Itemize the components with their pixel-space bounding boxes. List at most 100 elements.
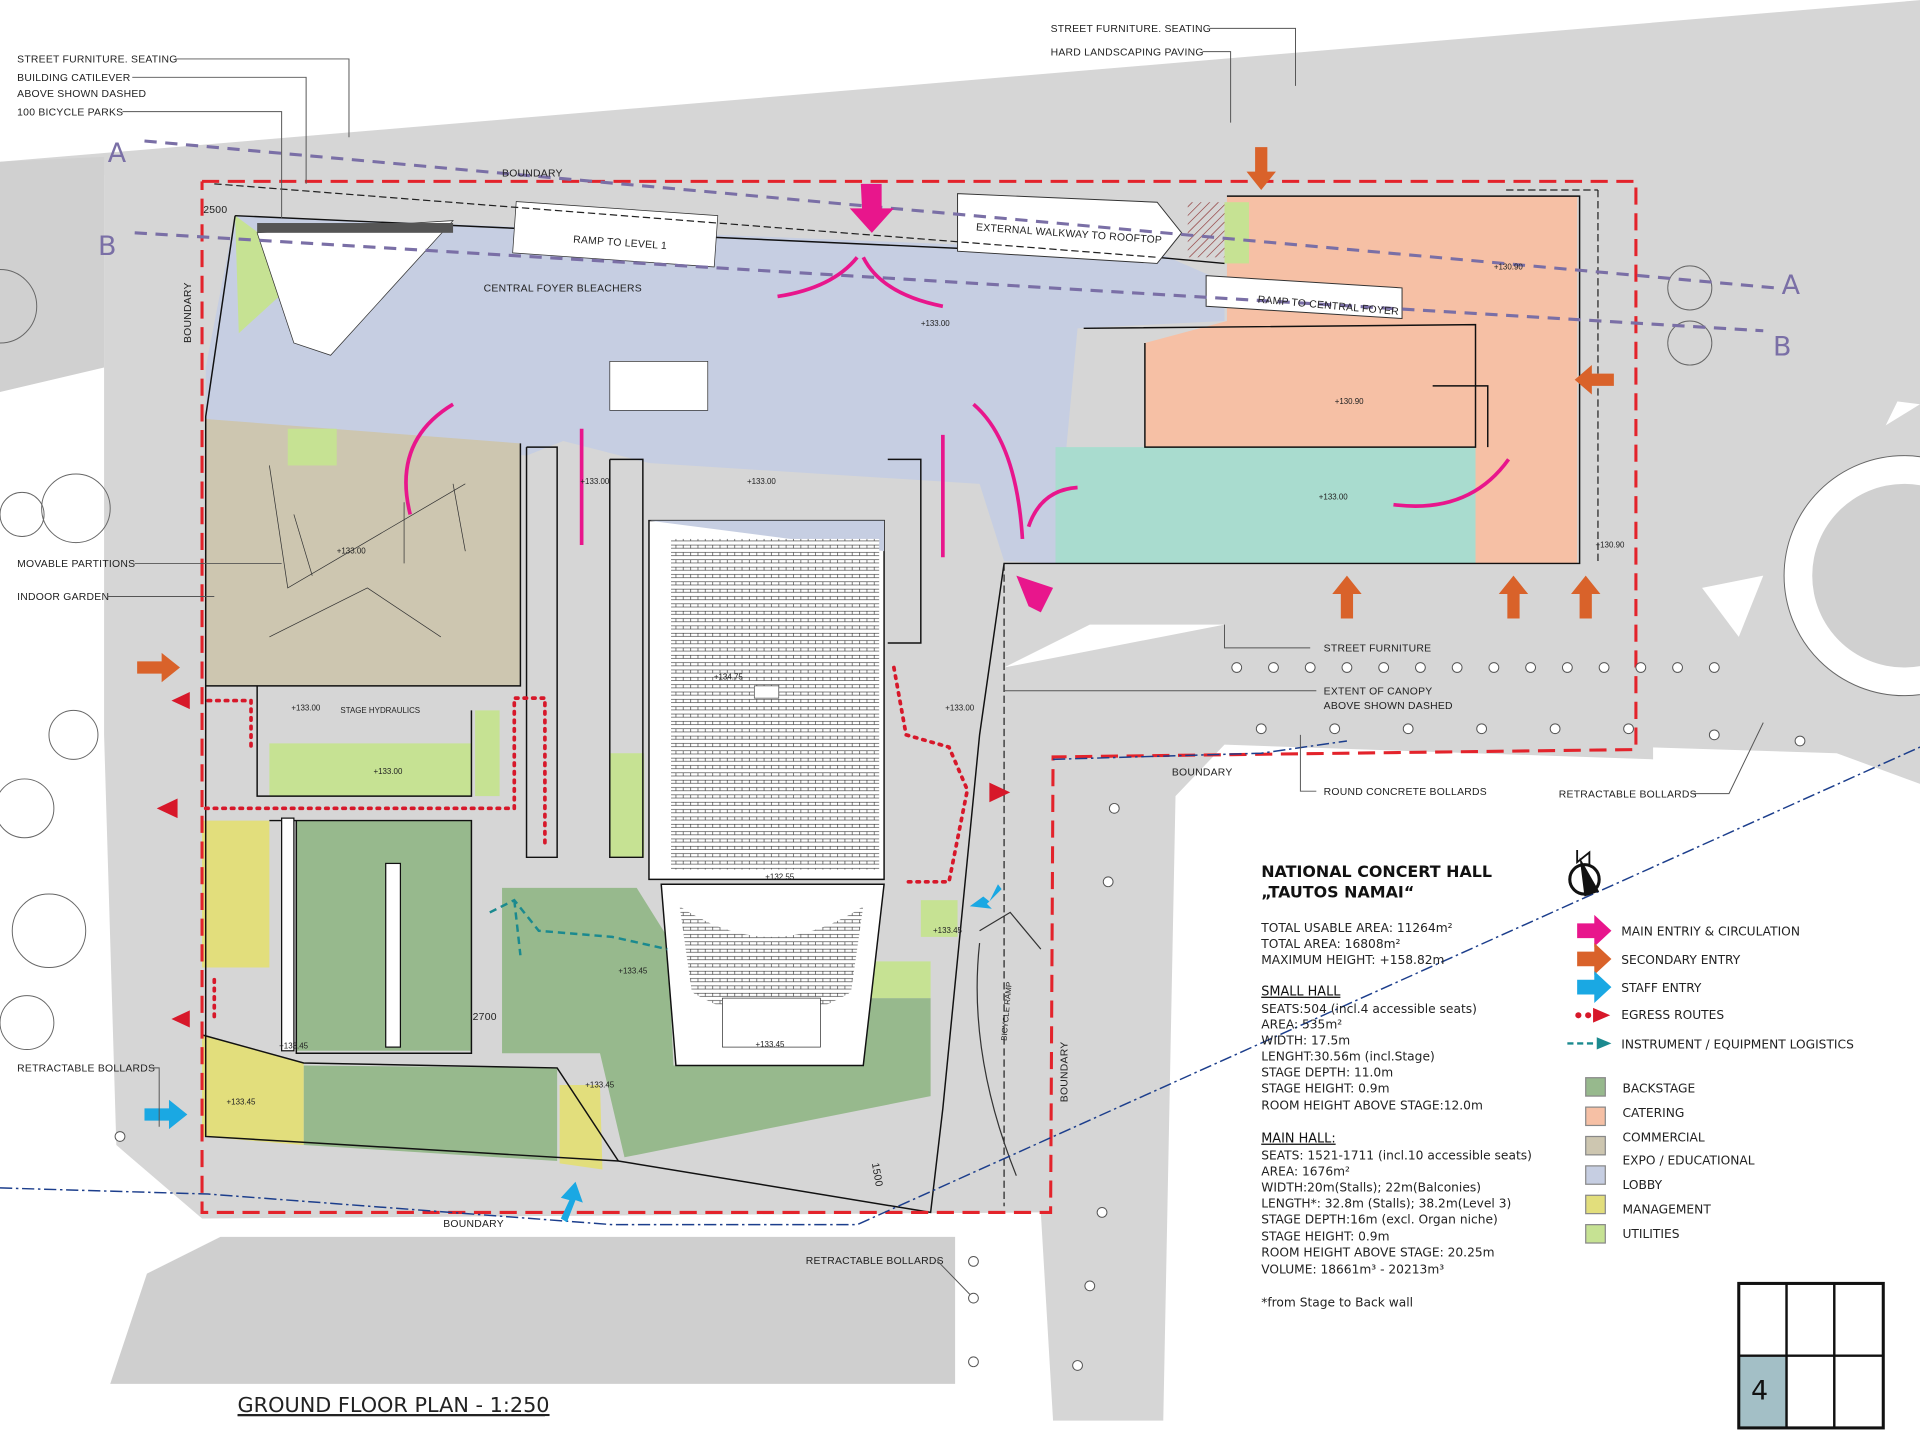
legend-item-staff-entry: STAFF ENTRY [1577, 971, 1702, 1004]
zone-commercial [205, 418, 521, 686]
zone-expo [1055, 447, 1476, 564]
footnote: *from Stage to Back wall [1261, 1296, 1413, 1310]
legend-item-egress: EGRESS ROUTES [1575, 1007, 1724, 1023]
legend-label: MAIN ENTRIY & CIRCULATION [1621, 925, 1800, 939]
callout-cantilever-2: ABOVE SHOWN DASHED [17, 89, 146, 100]
small-hall-heading: SMALL HALL [1261, 985, 1341, 1000]
staff-entry-arrow [560, 1181, 583, 1223]
secondary-entry-arrow [1498, 575, 1529, 619]
zone-lobby [205, 215, 1225, 564]
callout-round-bollards: ROUND CONCRETE BOLLARDS [1324, 787, 1487, 798]
callout-retractable-bollards-right: RETRACTABLE BOLLARDS [1559, 789, 1697, 800]
label-stage-hydraulics: STAGE HYDRAULICS [340, 706, 420, 715]
main-hall-heading: MAIN HALL: [1261, 1132, 1335, 1147]
level-label: +133.45 [756, 1040, 785, 1049]
label-boundary-right: BOUNDARY [1060, 1042, 1071, 1103]
legend-label: UTILITIES [1622, 1227, 1679, 1241]
project-info: NATIONAL CONCERT HALL „TAUTOS NAMAI“ TOT… [1260, 862, 1532, 1310]
main-entry-arrow [1016, 575, 1054, 613]
zone-utilities-1 [269, 743, 472, 797]
level-label: +130.90 [1596, 541, 1625, 550]
orange-arrow-icon [1577, 943, 1612, 975]
level-label: +133.00 [291, 703, 320, 712]
zone-utilities-5 [869, 961, 931, 999]
plot-line-2 [1053, 740, 1348, 761]
legend-label: MANAGEMENT [1622, 1203, 1711, 1217]
legend-label: BACKSTAGE [1622, 1081, 1695, 1095]
zone-management-1 [202, 820, 270, 968]
secondary-entry-arrow [1246, 147, 1276, 190]
legend-zone-commercial: COMMERCIAL [1585, 1130, 1705, 1156]
legend-label: INSTRUMENT / EQUIPMENT LOGISTICS [1621, 1037, 1854, 1051]
trees [0, 265, 1713, 1051]
section-marker-b-left: B [98, 231, 116, 262]
callout-bicycle-parks: 100 BICYCLE PARKS [17, 107, 123, 118]
level-label: +133.00 [747, 477, 776, 486]
drawing-title: GROUND FLOOR PLAN - 1:250 [238, 1393, 550, 1417]
project-subtitle: „TAUTOS NAMAI“ [1261, 883, 1414, 902]
callout-canopy-1: EXTENT OF CANOPY [1324, 686, 1433, 697]
info-line: MAXIMUM HEIGHT: +158.82m [1261, 953, 1444, 967]
info-line: VOLUME: 18661m³ - 20213m³ [1261, 1263, 1444, 1277]
legend-zone-backstage: BACKSTAGE [1585, 1077, 1695, 1097]
zone-utilities-6 [287, 428, 337, 466]
zone-management-3 [559, 1085, 603, 1170]
callout-movable-partitions: MOVABLE PARTITIONS [17, 559, 135, 570]
north-arrow-icon [1568, 849, 1601, 897]
level-label: +132.55 [765, 872, 794, 881]
logistics-route [489, 898, 668, 951]
site-boundary-line [200, 179, 1638, 1214]
legend-label: LOBBY [1622, 1178, 1662, 1192]
info-line: LENGTH*: 32.8m (Stalls); 38.2m(Level 3) [1261, 1197, 1511, 1211]
legend-zone-expo: EXPO / EDUCATIONAL [1622, 1154, 1754, 1168]
label-dim-2700: 2700 [473, 1012, 497, 1023]
level-label: +133.45 [585, 1081, 614, 1090]
egress-route [203, 696, 547, 847]
legend-label: SECONDARY ENTRY [1621, 953, 1741, 967]
info-line: AREA: 535m² [1261, 1018, 1342, 1032]
staff-entry-arrow [144, 1099, 188, 1130]
blue-arrow-icon [1577, 971, 1612, 1004]
sheet-key-plan: 4 [1737, 1281, 1885, 1430]
pink-arrow-icon [1577, 914, 1612, 947]
legend-zone-catering: CATERING [1585, 1106, 1684, 1127]
zone-backstage-3 [303, 1065, 558, 1161]
level-label: +133.00 [337, 547, 366, 556]
legend-label: EXPO / EDUCATIONAL [1622, 1154, 1754, 1168]
plot-line [0, 746, 1920, 1226]
legend-item-secondary-entry: SECONDARY ENTRY [1577, 943, 1741, 975]
info-line: LENGHT:30.56m (incl.Stage) [1261, 1050, 1435, 1064]
building-walls [201, 183, 1599, 1214]
project-title: NATIONAL CONCERT HALL [1261, 862, 1492, 881]
info-line: ROOM HEIGHT ABOVE STAGE: 20.25m [1261, 1245, 1494, 1259]
legend-label: EGRESS ROUTES [1621, 1008, 1724, 1022]
zone-backstage-2 [502, 887, 931, 1158]
info-line: AREA: 1676m² [1261, 1165, 1350, 1179]
label-boundary-bottom: BOUNDARY [443, 1219, 504, 1230]
secondary-entry-arrow [137, 652, 180, 683]
section-marker-a-right: A [1782, 270, 1801, 301]
level-label: +133.00 [921, 319, 950, 328]
callout-canopy-2: ABOVE SHOWN DASHED [1324, 701, 1453, 712]
small-hall [660, 883, 885, 1067]
secondary-entry-arrow [1571, 575, 1601, 619]
zone-backstage-1 [296, 820, 472, 1051]
legend-zone-utilities: UTILITIES [1585, 1224, 1680, 1244]
secondary-entry-arrow [1332, 575, 1362, 619]
level-label: +133.45 [279, 1041, 308, 1050]
level-label: +130.90 [1335, 397, 1364, 406]
callout-hard-landscaping: HARD LANDSCAPING PAVING [1051, 47, 1204, 58]
info-line: SEATS: 1521-1711 (incl.10 accessible sea… [1261, 1149, 1532, 1163]
red-dotted-arrow-icon [1575, 1007, 1611, 1023]
info-line: TOTAL USABLE AREA: 11264m² [1260, 921, 1452, 935]
level-label: +133.45 [227, 1098, 256, 1107]
label-boundary-top: BOUNDARY [502, 168, 563, 179]
section-marker-b-right: B [1773, 331, 1791, 362]
legend-label: CATERING [1622, 1106, 1684, 1120]
label-central-foyer-bleachers: CENTRAL FOYER BLEACHERS [484, 284, 642, 295]
zone-utilities-3 [609, 753, 645, 858]
egress-route [892, 665, 970, 884]
bollards [114, 662, 1806, 1371]
legend-item-logistics: INSTRUMENT / EQUIPMENT LOGISTICS [1567, 1037, 1854, 1051]
